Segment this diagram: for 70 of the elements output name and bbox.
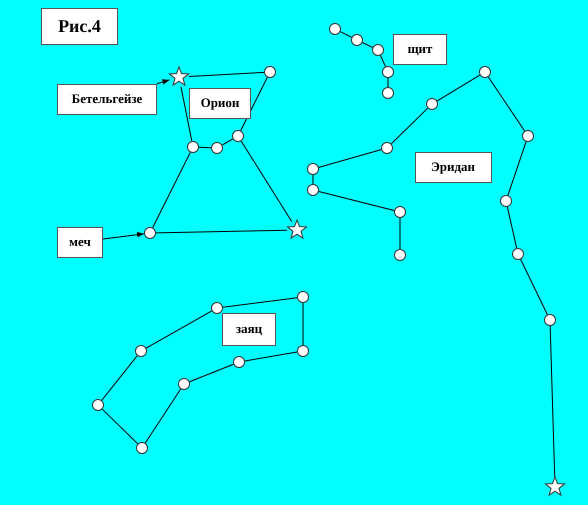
name-label: заяц [222, 312, 276, 346]
star-dot [394, 206, 406, 218]
star-dot [135, 345, 147, 357]
name-label: Орион [189, 88, 251, 118]
constellation-line [312, 174, 314, 184]
constellation-line [390, 108, 428, 144]
star-dot [500, 195, 512, 207]
constellation-line [102, 408, 138, 444]
name-label: меч [57, 226, 103, 258]
star-dot [382, 66, 394, 78]
star-dot [522, 130, 534, 142]
constellation-line [488, 76, 526, 132]
constellation-line [302, 302, 304, 346]
constellation-line [240, 140, 292, 222]
star-dot [307, 163, 319, 175]
constellation-line [189, 364, 234, 382]
star-dot [382, 87, 394, 99]
star-dot [136, 442, 148, 454]
constellation-line [188, 72, 264, 77]
star-dot [211, 302, 223, 314]
constellation-line [146, 310, 212, 349]
star-icon [544, 476, 566, 498]
name-label: щит [393, 34, 447, 64]
star-dot [187, 141, 199, 153]
constellation-line [340, 31, 352, 38]
star-dot [329, 23, 341, 35]
star-dot [264, 66, 276, 78]
constellation-line [156, 230, 288, 234]
star-dot [297, 291, 309, 303]
constellation-line [222, 297, 298, 308]
star-dot [211, 142, 223, 154]
constellation-line [180, 86, 192, 142]
constellation-line [318, 190, 395, 212]
name-label: Бетельгейзе [57, 84, 157, 114]
constellation-line [144, 388, 182, 444]
star-dot [307, 184, 319, 196]
star-dot [178, 378, 190, 390]
name-label: Эридан [414, 152, 492, 182]
star-dot [479, 66, 491, 78]
star-dot [297, 345, 309, 357]
constellation-line [101, 355, 138, 401]
star-dot [381, 142, 393, 154]
constellation-line [380, 54, 386, 68]
star-dot [426, 98, 438, 110]
star-dot [351, 34, 363, 46]
star-icon [168, 66, 190, 88]
star-dot [92, 399, 104, 411]
arrow [156, 79, 170, 85]
constellation-line [198, 146, 212, 148]
star-dot [144, 227, 156, 239]
constellation-line [240, 76, 268, 132]
star-icon [286, 219, 308, 241]
arrow [102, 232, 145, 240]
constellation-line [506, 206, 518, 249]
star-dot [372, 44, 384, 56]
constellation-line [550, 326, 556, 478]
constellation-line [436, 74, 480, 102]
constellation-line [244, 352, 298, 362]
constellation-line [520, 258, 548, 316]
star-dot [232, 130, 244, 142]
star-dot [233, 356, 245, 368]
constellation-line [222, 138, 234, 146]
constellation-line [152, 152, 191, 228]
star-dot [512, 248, 524, 260]
constellation-line [318, 149, 382, 168]
star-dot [394, 249, 406, 261]
constellation-line [507, 141, 527, 196]
figure-title: Рис.4 [41, 8, 118, 45]
star-dot [544, 314, 556, 326]
constellation-line [362, 42, 374, 48]
